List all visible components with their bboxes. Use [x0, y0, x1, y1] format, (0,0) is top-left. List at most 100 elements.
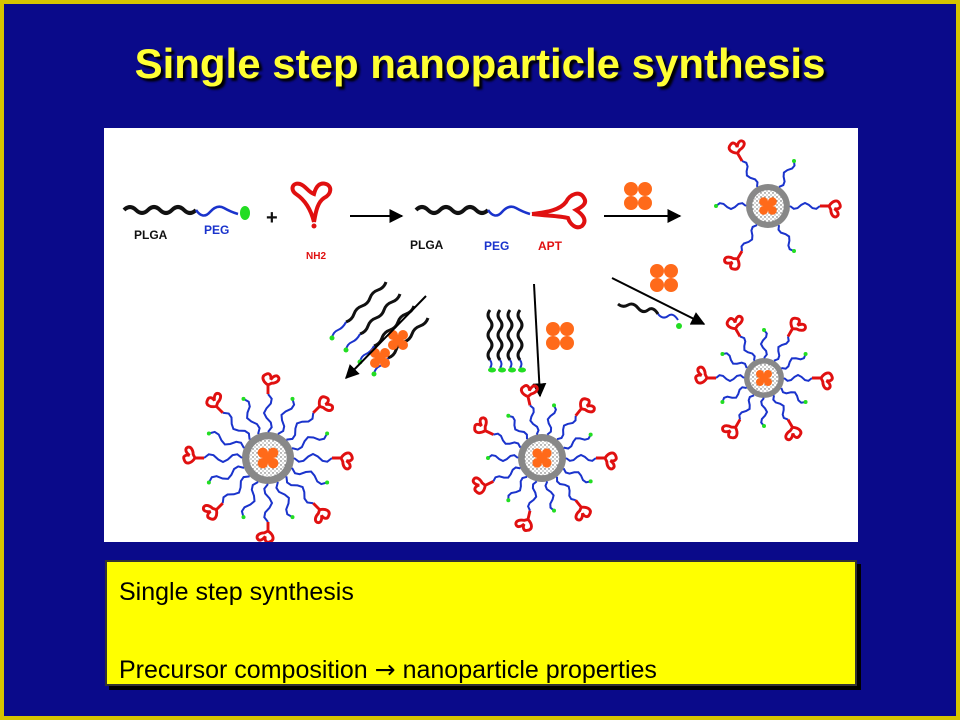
peg-chain — [194, 205, 239, 217]
peg-arm — [527, 480, 538, 512]
end-group — [325, 480, 330, 485]
aptamer-icon — [201, 502, 224, 521]
end-group — [206, 480, 211, 485]
peg-arm — [781, 353, 807, 370]
plga-chain — [506, 309, 514, 361]
end-group — [329, 335, 335, 341]
aptamer-icon — [312, 395, 335, 414]
drug-molecule — [624, 182, 638, 196]
precursor-mixture-center — [486, 309, 526, 373]
peg-label: PEG — [204, 223, 229, 237]
right-arrow-icon: → — [374, 655, 396, 684]
summary-line-2: Precursor composition → nanoparticle pro… — [119, 650, 843, 690]
peg-arm — [493, 432, 522, 449]
peg-chain — [331, 321, 347, 339]
end-group — [343, 347, 349, 353]
end-group — [241, 515, 246, 520]
end-group — [803, 400, 808, 404]
aptamer-icon — [205, 391, 224, 414]
aptamer-loop — [205, 391, 224, 414]
synthesis-diagram: PLGA PEG + NH2 PLGA PEG APT — [104, 128, 858, 542]
peg-arm — [759, 329, 768, 359]
peg-arm — [772, 395, 789, 421]
drug-molecule — [638, 196, 652, 210]
aptamer-icon — [261, 372, 281, 394]
aptamer-loop — [786, 316, 807, 338]
peg-arm — [487, 454, 519, 463]
peg-arm — [789, 201, 821, 210]
peg-arm — [740, 224, 758, 252]
aptamer-loop — [812, 371, 834, 391]
peg-chain-2 — [486, 205, 531, 217]
plga-peg-precursor: PLGA PEG — [122, 205, 250, 242]
plga-chain — [387, 317, 430, 360]
peg-arm — [275, 481, 293, 518]
peg-arm — [715, 374, 745, 383]
peg-arm — [546, 404, 557, 436]
drug-molecule — [638, 182, 652, 196]
plga-chain — [516, 309, 524, 361]
peg-arm — [291, 433, 328, 451]
arrow-to-nanoparticle-center — [532, 283, 547, 398]
drug-cluster-top — [624, 182, 652, 210]
end-group — [290, 396, 295, 401]
peg-arm — [721, 386, 747, 403]
aptamer-icon — [820, 199, 842, 219]
aptamer-loop — [820, 199, 842, 219]
aptamer-icon — [182, 445, 204, 465]
end-group — [588, 479, 593, 484]
peg-arm — [203, 453, 243, 464]
peg-arm — [277, 398, 296, 435]
aptamer-loop — [312, 395, 335, 414]
peg-arm — [544, 481, 555, 512]
summary-line-2-b: nanoparticle properties — [402, 656, 657, 684]
end-group — [506, 498, 511, 503]
amine-dot — [311, 223, 317, 229]
end-group — [720, 400, 725, 404]
aptamer-icon — [332, 451, 354, 471]
end-group — [241, 396, 246, 401]
nanoparticle-right — [694, 314, 834, 442]
aptamer-loop — [574, 499, 592, 522]
end-group — [552, 508, 557, 513]
drug-molecule — [560, 336, 574, 350]
end-group-icon — [240, 206, 250, 220]
end-group — [508, 367, 516, 373]
arrow-to-nanoparticle-left — [345, 295, 427, 380]
peg-arm — [286, 412, 315, 441]
aptamer-icon — [721, 418, 742, 440]
aptamer-icon — [786, 316, 807, 338]
end-group — [552, 403, 557, 408]
peg-arm — [777, 224, 795, 252]
peg-chain — [489, 359, 493, 369]
peg-arm — [529, 404, 540, 435]
end-group — [720, 352, 725, 356]
drug-molecule — [624, 196, 638, 210]
drug-cluster-left — [370, 330, 408, 368]
drug-molecule — [375, 353, 385, 363]
end-group — [506, 413, 511, 418]
aptamer-loop — [784, 418, 803, 442]
diagram-canvas: PLGA PEG + NH2 PLGA PEG APT — [122, 139, 842, 542]
end-group — [762, 328, 766, 332]
aptamer-loop — [312, 502, 331, 525]
aptamer-icon — [574, 397, 596, 417]
end-group — [290, 515, 295, 520]
aptamer-loop — [723, 250, 744, 271]
aptamer-icon — [725, 314, 744, 338]
arrow-to-nanoparticle-right — [611, 277, 706, 325]
drug-molecule — [393, 335, 403, 345]
peg-arm — [563, 434, 592, 450]
aptamer-icon — [596, 451, 618, 471]
peg-arm — [492, 466, 521, 482]
peg-arm — [722, 352, 748, 369]
end-group — [206, 431, 211, 436]
peg-arm — [778, 160, 796, 188]
apt-label: APT — [538, 239, 563, 253]
peg-arm — [556, 476, 576, 502]
peg-arm — [783, 373, 813, 382]
peg-arm — [208, 430, 245, 449]
peg-chain — [519, 359, 523, 369]
drug-molecule — [650, 278, 664, 292]
aptamer-icon — [519, 384, 539, 406]
